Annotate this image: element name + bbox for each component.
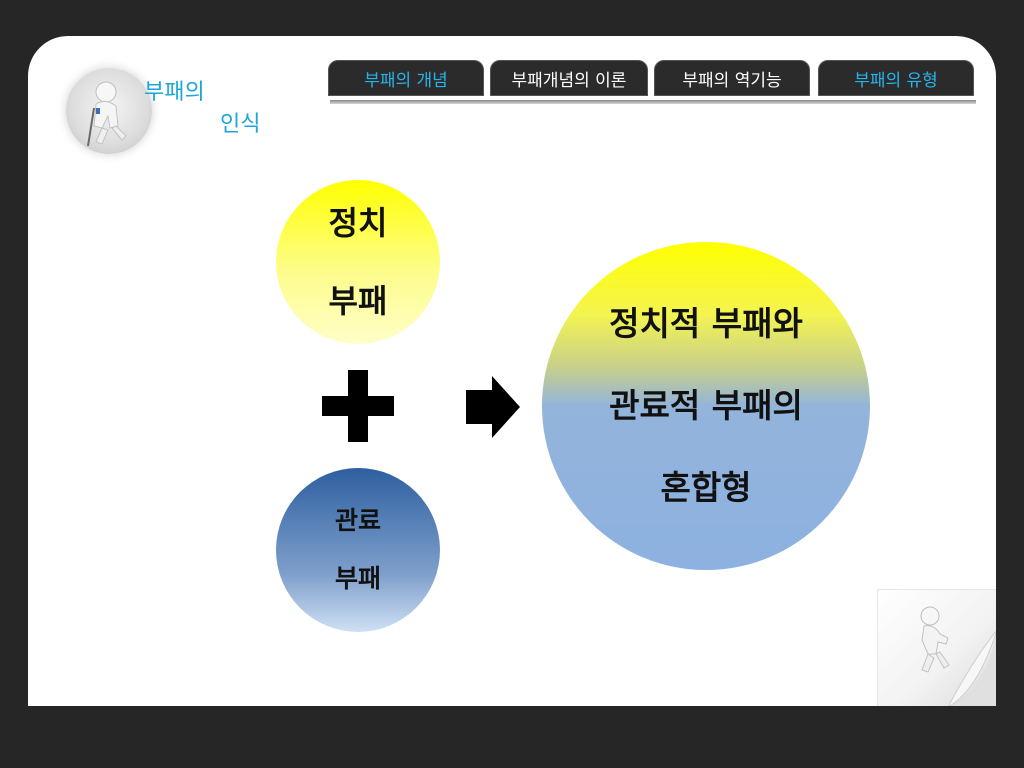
- bureaucratic-line2: 부패: [334, 564, 381, 593]
- logo-badge: [66, 68, 152, 154]
- tab-dysfunction[interactable]: 부패의 역기능: [654, 60, 810, 96]
- figure-icon: [87, 81, 127, 147]
- mixed-line1: 정치적 부패와: [609, 304, 803, 343]
- tab-theory[interactable]: 부패개념의 이론: [490, 60, 648, 96]
- political-line2: 부패: [328, 282, 388, 320]
- mixed-line3: 혼합형: [660, 468, 752, 507]
- mixed-type-circle: 정치적 부패와 관료적 부패의 혼합형: [542, 242, 870, 570]
- arrow-right-icon: [466, 376, 520, 438]
- mixed-line2: 관료적 부패의: [609, 386, 803, 425]
- tab-bar: 부패의 개념 부패개념의 이론 부패의 역기능 부패의 유형: [328, 60, 976, 98]
- logo-title-line2: 인식: [220, 112, 261, 137]
- logo-title-line1: 부패의: [144, 80, 205, 105]
- page-curl-corner: [877, 589, 996, 706]
- bureaucratic-line1: 관료: [334, 506, 381, 535]
- tab-concept[interactable]: 부패의 개념: [328, 60, 484, 96]
- tab-divider: [330, 100, 976, 104]
- political-corruption-circle: 정치 부패: [276, 180, 440, 344]
- pulling-figure-icon: [920, 606, 996, 706]
- plus-icon: [322, 370, 394, 442]
- slide: 부패의 인식 부패의 개념 부패개념의 이론 부패의 역기능 부패의 유형 정치…: [28, 36, 996, 706]
- political-line1: 정치: [328, 204, 388, 242]
- tab-types[interactable]: 부패의 유형: [818, 60, 974, 96]
- bureaucratic-corruption-circle: 관료 부패: [276, 468, 440, 632]
